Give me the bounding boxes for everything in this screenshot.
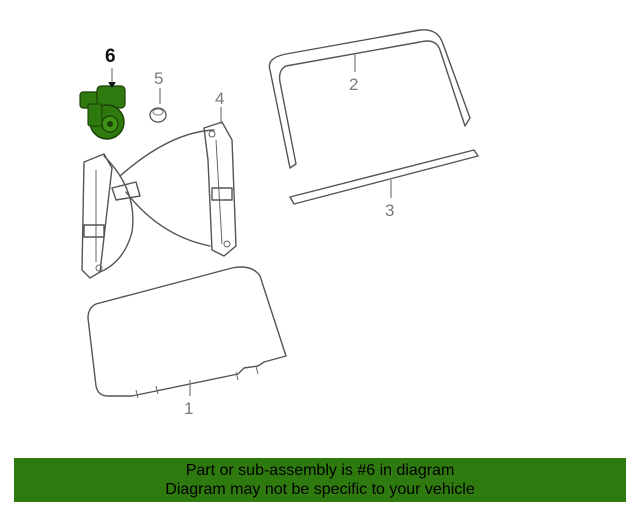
callout-1[interactable]: 1 bbox=[184, 399, 193, 418]
window-motor-part-6[interactable] bbox=[79, 85, 126, 140]
disclaimer-banner: Part or sub-assembly is #6 in diagram Di… bbox=[14, 458, 626, 502]
banner-line-2: Diagram may not be specific to your vehi… bbox=[165, 481, 475, 498]
glass-run-channel-part-2[interactable] bbox=[268, 29, 471, 169]
banner-line-1: Part or sub-assembly is #6 in diagram bbox=[185, 462, 455, 479]
callout-5[interactable]: 5 bbox=[154, 69, 163, 88]
parts-diagram: 6 5 4 2 3 1 bbox=[79, 29, 479, 418]
leader-arrow-6 bbox=[108, 82, 116, 88]
callout-6[interactable]: 6 bbox=[105, 46, 116, 67]
belt-weatherstrip-part-3[interactable] bbox=[289, 149, 479, 205]
callout-4[interactable]: 4 bbox=[215, 89, 224, 108]
callout-2[interactable]: 2 bbox=[349, 75, 358, 94]
callout-3[interactable]: 3 bbox=[385, 201, 394, 220]
grommet-part-5[interactable] bbox=[149, 107, 167, 123]
door-glass-part-1[interactable] bbox=[87, 266, 287, 399]
window-regulator-part-4[interactable] bbox=[81, 121, 237, 279]
